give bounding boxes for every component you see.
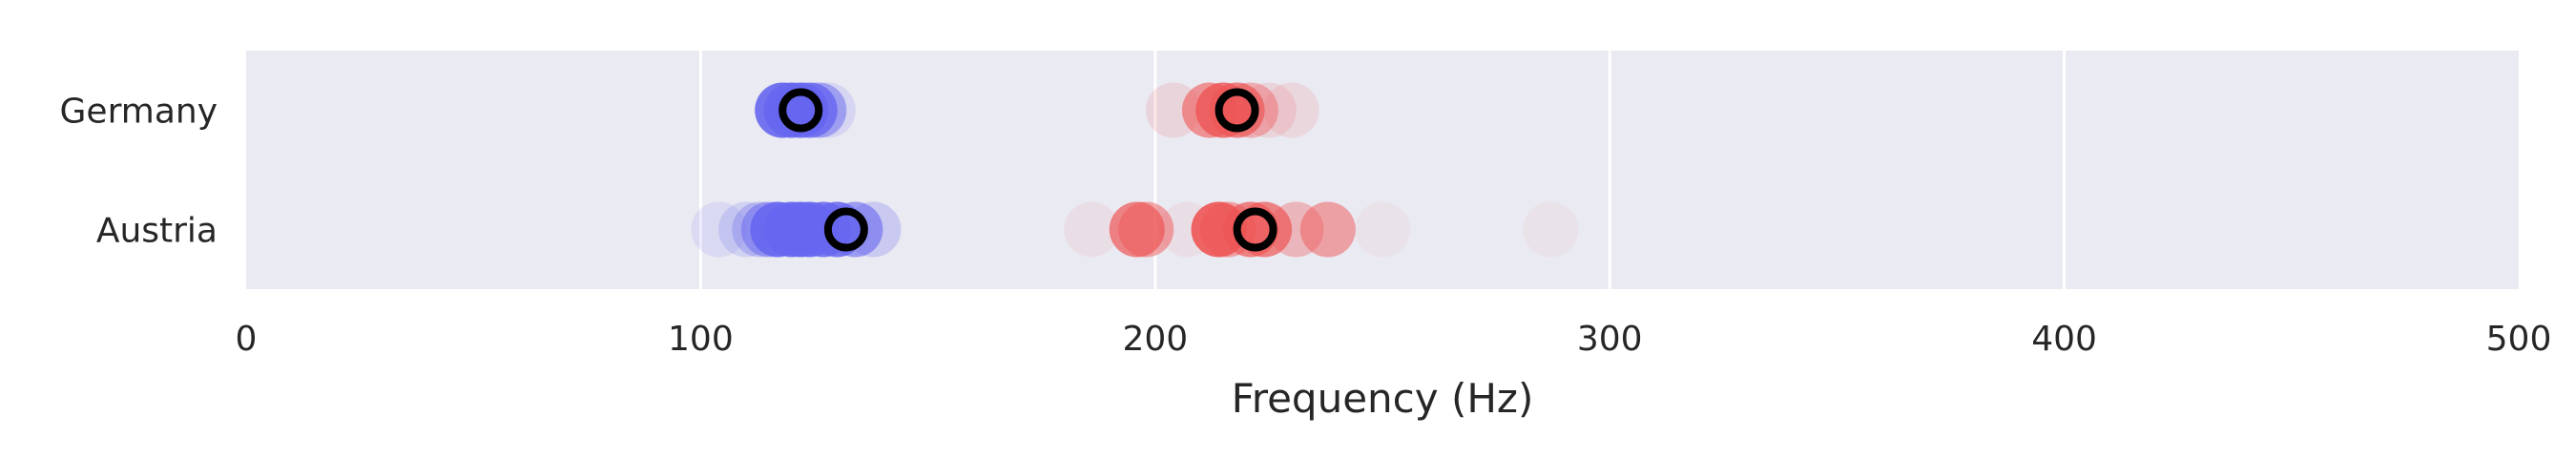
mean-marker (779, 88, 823, 133)
x-tick-labels: 0 100 200 300 400 500 (236, 320, 2552, 359)
data-point (1263, 82, 1319, 138)
data-point (1118, 201, 1174, 258)
x-tick-label: 200 (1122, 320, 1188, 359)
data-point (691, 201, 747, 258)
data-point (1222, 82, 1278, 138)
y-tick-label: Germany (60, 93, 218, 132)
x-tick-label: 500 (2486, 320, 2552, 359)
x-tick-label: 100 (668, 320, 734, 359)
plot-area (246, 51, 2519, 289)
mean-markers (779, 88, 1278, 252)
x-axis-label: Frequency (Hz) (1232, 375, 1534, 422)
x-tick-label: 0 (236, 320, 258, 359)
data-point (1240, 82, 1297, 138)
mean-marker (1215, 88, 1259, 133)
mean-marker (1233, 207, 1278, 252)
x-tick-label: 300 (1577, 320, 1643, 359)
y-tick-label: Austria (96, 212, 218, 251)
grid-lines (698, 51, 2067, 289)
data-point (1355, 201, 1410, 258)
data-point (1523, 201, 1579, 258)
data-point (1064, 201, 1120, 258)
mean-marker (823, 207, 868, 252)
data-point (1299, 201, 1356, 258)
x-tick-label: 400 (2031, 320, 2097, 359)
